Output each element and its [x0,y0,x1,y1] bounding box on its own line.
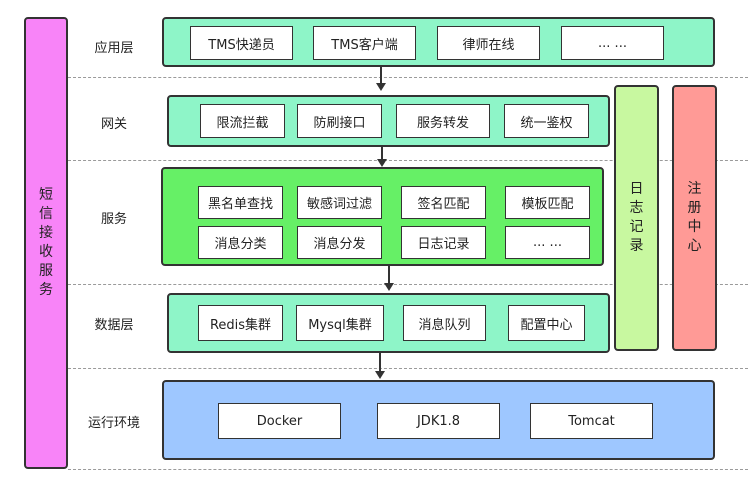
layer-label-data: 数据层 [94,318,134,333]
layer-separator [68,284,748,285]
logging-column-label: 日志记录 [629,181,644,254]
registry-center-column: 注册中心 [672,85,717,351]
service-box-template-match: 模板匹配 [505,186,590,219]
layer-separator [68,469,748,470]
flow-arrow [375,353,385,379]
service-box-signature-match: 签名匹配 [401,186,486,219]
runtime-box-docker: Docker [218,403,341,439]
layer-label-service: 服务 [100,212,127,227]
flow-arrow [377,147,387,167]
sms-receive-service-label: 短信接收服务 [39,187,53,298]
data-box-message-queue: 消息队列 [403,305,486,341]
gateway-box-rate-limit: 限流拦截 [200,104,285,138]
app-box-tms-client: TMS客户端 [313,26,416,60]
service-box-message-dispatch: 消息分发 [297,226,382,259]
service-box-message-classify: 消息分类 [198,226,283,259]
runtime-box-tomcat: Tomcat [530,403,653,439]
service-box-sensitive-filter: 敏感词过滤 [297,186,382,219]
data-box-redis: Redis集群 [198,305,283,341]
data-box-config-center: 配置中心 [508,305,585,341]
layer-separator [68,77,748,78]
service-box-blacklist: 黑名单查找 [198,186,283,219]
registry-center-column-label: 注册中心 [687,181,702,254]
app-box-more: ... ... [561,26,664,60]
gateway-box-anti-abuse: 防刷接口 [297,104,382,138]
data-box-mysql: Mysql集群 [296,305,384,341]
layer-separator [68,160,748,161]
flow-arrow [376,67,386,91]
runtime-box-jdk: JDK1.8 [377,403,500,439]
service-box-more: ... ... [505,226,590,259]
layer-label-gateway: 网关 [100,117,127,132]
layer-label-application: 应用层 [94,41,134,56]
layer-label-runtime: 运行环境 [87,416,140,431]
layer-separator [68,368,748,369]
sms-receive-service-column: 短信接收服务 [24,17,68,469]
logging-column: 日志记录 [614,85,659,351]
gateway-box-forwarding: 服务转发 [396,104,490,138]
app-box-lawyer-online: 律师在线 [437,26,540,60]
app-box-tms-courier: TMS快递员 [190,26,293,60]
flow-arrow [384,266,394,291]
service-box-logging: 日志记录 [401,226,486,259]
gateway-box-auth: 统一鉴权 [504,104,589,138]
